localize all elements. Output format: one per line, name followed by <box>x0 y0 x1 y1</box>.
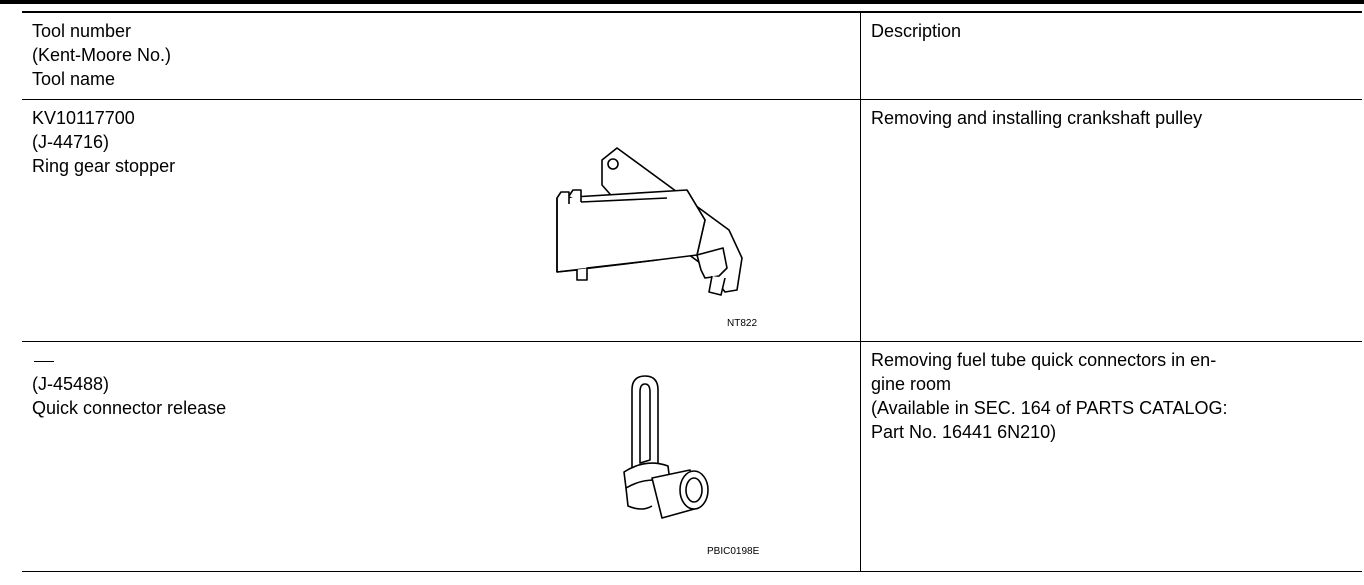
header-description: Description <box>871 21 962 41</box>
top-rule <box>0 0 1364 4</box>
header-tool-number: Tool number <box>32 21 132 41</box>
description-line: Removing fuel tube quick connectors in e… <box>871 350 1217 370</box>
kent-moore-number: (J-44716) <box>32 132 110 152</box>
header-description-column: Description <box>860 11 1362 100</box>
tool-name: Quick connector release <box>32 398 227 418</box>
description-line: gine room <box>871 374 952 394</box>
header-tool-name: Tool name <box>32 69 116 89</box>
description-cell: Removing fuel tube quick connectors in e… <box>860 341 1362 572</box>
table-header-row: Tool number (Kent-Moore No.) Tool name D… <box>22 11 1362 100</box>
tool-number-dash: — <box>32 348 860 372</box>
ring-gear-stopper-icon <box>556 147 743 296</box>
description-line: Removing and installing crankshaft pulle… <box>871 108 1203 128</box>
description-cell: Removing and installing crankshaft pulle… <box>860 99 1362 342</box>
kent-moore-number: (J-45488) <box>32 374 110 394</box>
special-tools-table: Tool number (Kent-Moore No.) Tool name D… <box>22 11 1362 572</box>
quick-connector-release-icon <box>623 375 709 519</box>
figure-code: NT822 <box>727 318 758 329</box>
tool-number: KV10117700 <box>32 108 135 128</box>
table-row: — (J-45488) Quick connector release <box>22 341 1362 572</box>
header-kent-moore: (Kent-Moore No.) <box>32 45 172 65</box>
tool-name: Ring gear stopper <box>32 156 176 176</box>
table-row: KV10117700 (J-44716) Ring gear stopper <box>22 99 1362 342</box>
header-tool-column: Tool number (Kent-Moore No.) Tool name <box>22 11 861 100</box>
tool-cell: — (J-45488) Quick connector release <box>22 341 861 572</box>
figure-code: PBIC0198E <box>707 546 760 557</box>
dash-mark <box>34 360 54 362</box>
description-line: (Available in SEC. 164 of PARTS CATALOG: <box>871 398 1228 418</box>
tool-cell: KV10117700 (J-44716) Ring gear stopper <box>22 99 861 342</box>
description-line: Part No. 16441 6N210) <box>871 422 1057 442</box>
